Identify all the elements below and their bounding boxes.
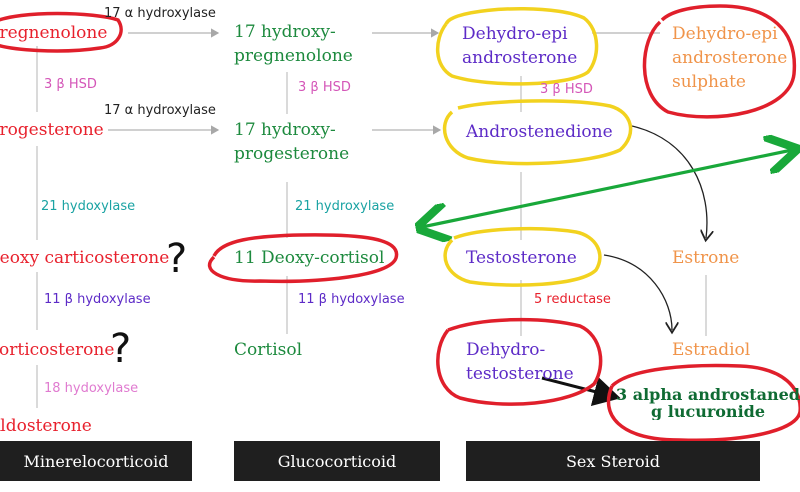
node-corticosterone: Corticosterone xyxy=(0,338,114,362)
dht-line2: testosterone xyxy=(466,364,574,384)
node-androstenedione: Androstenedione xyxy=(466,120,613,144)
node-estradiol: Estradiol xyxy=(672,338,750,362)
11-deoxycortisol-label: 11 Deoxy-cortisol xyxy=(234,248,385,268)
dhea-line2: androsterone xyxy=(462,48,578,68)
progesterone-label: Progesterone xyxy=(0,120,104,140)
node-dihydrotestosterone: Dehydro- testosterone xyxy=(466,338,574,386)
final-product-androstanediol: 3 alpha androstanediol g lucuronide xyxy=(616,386,800,420)
node-aldosterone: Aldosterone xyxy=(0,414,92,438)
dheas-line1: Dehydro-epi xyxy=(672,24,778,44)
enzyme-21-hydroxylase-1: 21 hydoxylase xyxy=(41,199,136,214)
category-glucocorticoid: Glucocorticoid xyxy=(234,441,440,481)
enzyme-5-reductase: 5 reductase xyxy=(534,292,611,307)
node-progesterone: Progesterone xyxy=(0,118,104,142)
enzyme-17a-hydroxylase-2: 17 α hydroxylase xyxy=(104,103,216,118)
node-pregnenolone: Pregnenolone xyxy=(0,21,107,45)
final-line2: g lucuronide xyxy=(650,402,766,420)
green-double-arrow xyxy=(422,150,792,227)
androstenedione-label: Androstenedione xyxy=(466,122,613,142)
estradiol-label: Estradiol xyxy=(672,340,751,360)
node-dhea: Dehydro-epi androsterone xyxy=(462,22,577,70)
corticosterone-label: Corticosterone xyxy=(0,340,115,360)
enzyme-3b-hsd-2: 3 β HSD xyxy=(298,80,351,95)
node-dheas: Dehydro-epi androsterone sulphate xyxy=(672,22,787,94)
dheas-line2: androsterone xyxy=(672,48,788,68)
enzyme-21-hydroxylase-2: 21 hydroxylase xyxy=(295,199,395,214)
node-17-hydroxyprogesterone: 17 hydroxy- progesterone xyxy=(234,118,349,166)
curve-testo-to-estradiol xyxy=(603,254,672,330)
estrone-label: Estrone xyxy=(672,248,740,268)
curve-andro-to-estrone xyxy=(631,125,707,238)
category-sex-steroid: Sex Steroid xyxy=(466,441,760,481)
category-mineralocorticoid: Minerelocorticoid xyxy=(0,441,192,481)
node-cortisol: Cortisol xyxy=(234,338,302,362)
question-mark-corticosterone: ? xyxy=(110,326,132,372)
final-line1: 3 alpha androstanediol xyxy=(616,386,800,404)
17-hydroxyprogesterone-line2: progesterone xyxy=(234,144,350,164)
enzyme-3b-hsd-1: 3 β HSD xyxy=(44,77,97,92)
node-testosterone: Testosterone xyxy=(466,246,577,270)
question-mark-deoxycorticosterone: ? xyxy=(166,236,188,282)
enzyme-17a-hydroxylase-1: 17 α hydroxylase xyxy=(104,6,216,21)
enzyme-18-hydroxylase: 18 hydoxylase xyxy=(44,381,139,396)
17-hydroxypregnenolone-line2: pregnenolone xyxy=(234,46,353,66)
pregnenolone-label: Pregnenolone xyxy=(0,23,108,43)
deoxycorticosterone-label: Deoxy carticosterone xyxy=(0,248,170,268)
dhea-line1: Dehydro-epi xyxy=(462,24,568,44)
dht-line1: Dehydro- xyxy=(466,340,546,360)
node-17-hydroxypregnenolone: 17 hydroxy- pregnenolone xyxy=(234,20,353,68)
dheas-line3: sulphate xyxy=(672,72,746,92)
enzyme-11b-hydroxylase-1: 11 β hydoxylase xyxy=(44,292,151,307)
enzyme-3b-hsd-3: 3 β HSD xyxy=(540,82,593,97)
enzyme-11b-hydroxylase-2: 11 β hydoxylase xyxy=(298,292,405,307)
testosterone-label: Testosterone xyxy=(466,248,577,268)
aldosterone-label: Aldosterone xyxy=(0,416,92,436)
node-deoxycorticosterone: Deoxy carticosterone xyxy=(0,246,169,270)
node-11-deoxycortisol: 11 Deoxy-cortisol xyxy=(234,246,384,270)
cortisol-label: Cortisol xyxy=(234,340,303,360)
17-hydroxyprogesterone-line1: 17 hydroxy- xyxy=(234,120,336,140)
node-estrone: Estrone xyxy=(672,246,739,270)
17-hydroxypregnenolone-line1: 17 hydroxy- xyxy=(234,22,336,42)
